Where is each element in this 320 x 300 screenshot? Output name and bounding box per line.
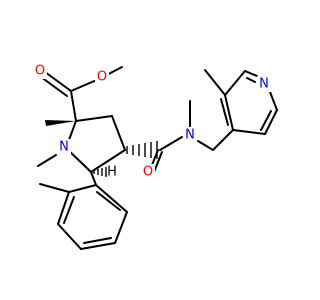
- bond-py-c6-c5-inner: [260, 110, 272, 131]
- bond-c2-aryl: [90, 171, 97, 186]
- ester-ether-oxygen-label: O: [97, 70, 107, 85]
- bond-aryl-c2-c3-inner: [63, 196, 75, 224]
- molecule-structure-diagram: O O N N O N H: [33, 63, 278, 250]
- bond-py-c3-c2: [224, 70, 246, 96]
- bond-aryl-c2-c3: [57, 191, 70, 225]
- bond-ester-c-o-double-b: [40, 76, 68, 97]
- bond-ester-c-o-double-a: [44, 71, 72, 92]
- bond-c1-ester-carbonyl-c: [70, 90, 77, 122]
- amide-oxygen-label: O: [143, 165, 153, 180]
- bond-py-methyl: [204, 69, 226, 96]
- bond-py-c4-c3: [224, 94, 234, 131]
- bonds: [37, 66, 278, 250]
- atom-labels: O O N N O N H: [33, 63, 271, 180]
- bond-py-c2-n-inner: [246, 77, 256, 83]
- bond-py-c6-c5: [264, 109, 278, 135]
- bond-amide-c-o-b: [153, 151, 163, 173]
- bond-aryl-c6-c1: [95, 184, 128, 213]
- bond-c4-c1: [75, 115, 113, 122]
- hash-c2-h: [93, 167, 107, 177]
- hash-c3-amide: [126, 141, 158, 159]
- bond-py-c2-n: [244, 70, 258, 77]
- ester-carbonyl-oxygen-label: O: [35, 64, 45, 79]
- pyridine-nitrogen-label: N: [259, 77, 269, 92]
- bond-c2-c3: [90, 149, 126, 173]
- bond-ester-c-o-single: [70, 78, 100, 92]
- bond-amide-n-ch2: [197, 140, 214, 151]
- pyrrolidine-nitrogen-label: N: [59, 140, 69, 155]
- bond-aryl-c3-c4: [57, 223, 82, 250]
- bond-py-c5-c4: [232, 129, 266, 135]
- bond-aryl-c6-c1-inner: [96, 191, 121, 211]
- stereo-hydrogen-label: H: [107, 165, 117, 180]
- bond-amide-c-n: [159, 136, 183, 151]
- bond-aryl-c5-c6: [114, 211, 128, 244]
- bond-c3-c4: [111, 115, 126, 151]
- bond-aryl-c4-c5: [80, 242, 116, 250]
- bond-py-n-c6: [269, 91, 278, 111]
- wedge-c1-methyl: [45, 120, 76, 126]
- bond-aryl-methyl: [39, 183, 70, 193]
- bond-py-c4-c3-inner: [220, 98, 229, 126]
- bond-n1-methyl: [37, 154, 57, 167]
- amide-nitrogen-label: N: [185, 128, 195, 143]
- bond-aryl-c1-c2: [68, 184, 97, 193]
- bond-aryl-c4-c5-inner: [83, 237, 112, 244]
- bond-ch2-pyridine: [212, 129, 234, 151]
